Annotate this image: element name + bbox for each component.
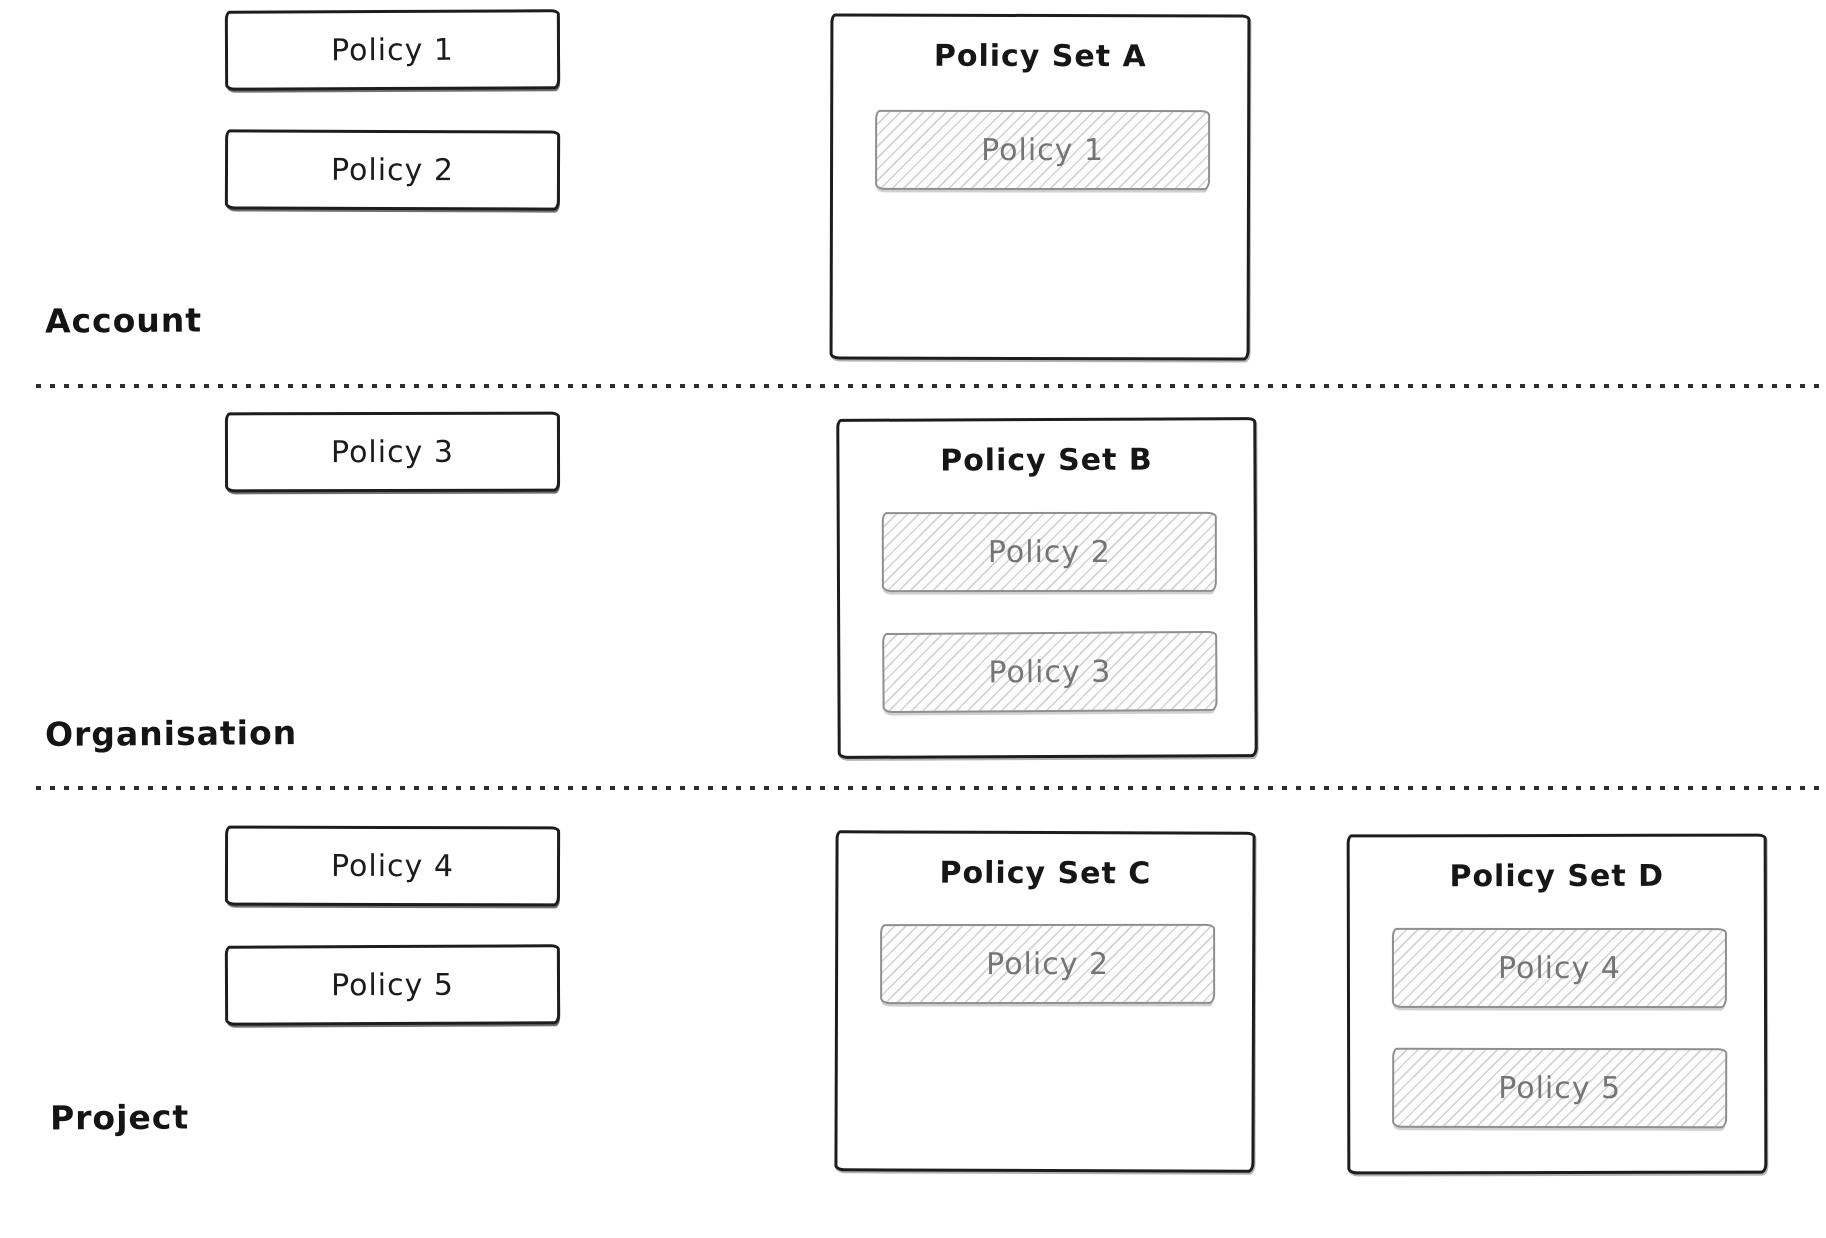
- policy-box-label: Policy 4: [330, 848, 454, 884]
- policy-set-title: Policy Set C: [939, 855, 1152, 892]
- section-divider: [36, 384, 1826, 388]
- policy-set-member: Policy 2: [881, 511, 1217, 593]
- policy-set-member-label: Policy 2: [986, 946, 1110, 982]
- policy-set-member: Policy 3: [882, 630, 1218, 714]
- section-divider: [36, 786, 1826, 790]
- policy-set-title: Policy Set B: [940, 442, 1153, 479]
- row-label-project: Project: [49, 1097, 190, 1138]
- policy-box: Policy 5: [224, 944, 561, 1026]
- policy-box-label: Policy 3: [330, 434, 454, 470]
- policy-set-member: Policy 4: [1391, 927, 1727, 1009]
- policy-set-b: Policy Set B Policy 2 Policy 3: [836, 417, 1258, 759]
- policy-set-title: Policy Set D: [1449, 858, 1665, 895]
- policy-box: Policy 3: [224, 411, 561, 493]
- policy-set-member: Policy 2: [880, 923, 1216, 1005]
- policy-set-member-label: Policy 4: [1497, 950, 1621, 986]
- policy-set-title: Policy Set A: [933, 38, 1147, 75]
- policy-set-member: Policy 1: [875, 109, 1211, 191]
- policy-set-member: Policy 5: [1392, 1047, 1728, 1129]
- policy-box: Policy 4: [224, 825, 561, 907]
- policy-set-a: Policy Set A Policy 1: [829, 13, 1251, 361]
- policy-set-d: Policy Set D Policy 4 Policy 5: [1346, 833, 1768, 1175]
- policy-box: Policy 2: [224, 129, 561, 211]
- policy-set-member-label: Policy 1: [981, 132, 1105, 168]
- policy-set-member-label: Policy 3: [988, 654, 1112, 690]
- policy-box-label: Policy 2: [330, 152, 455, 188]
- policy-set-member-label: Policy 5: [1498, 1070, 1622, 1106]
- policy-box-label: Policy 5: [330, 967, 455, 1003]
- row-label-organisation: Organisation: [44, 713, 298, 754]
- policy-set-c: Policy Set C Policy 2: [834, 830, 1256, 1173]
- policy-set-member-label: Policy 2: [987, 534, 1111, 570]
- row-label-account: Account: [44, 300, 203, 341]
- policy-box: Policy 1: [224, 9, 561, 91]
- policy-box-label: Policy 1: [330, 32, 455, 68]
